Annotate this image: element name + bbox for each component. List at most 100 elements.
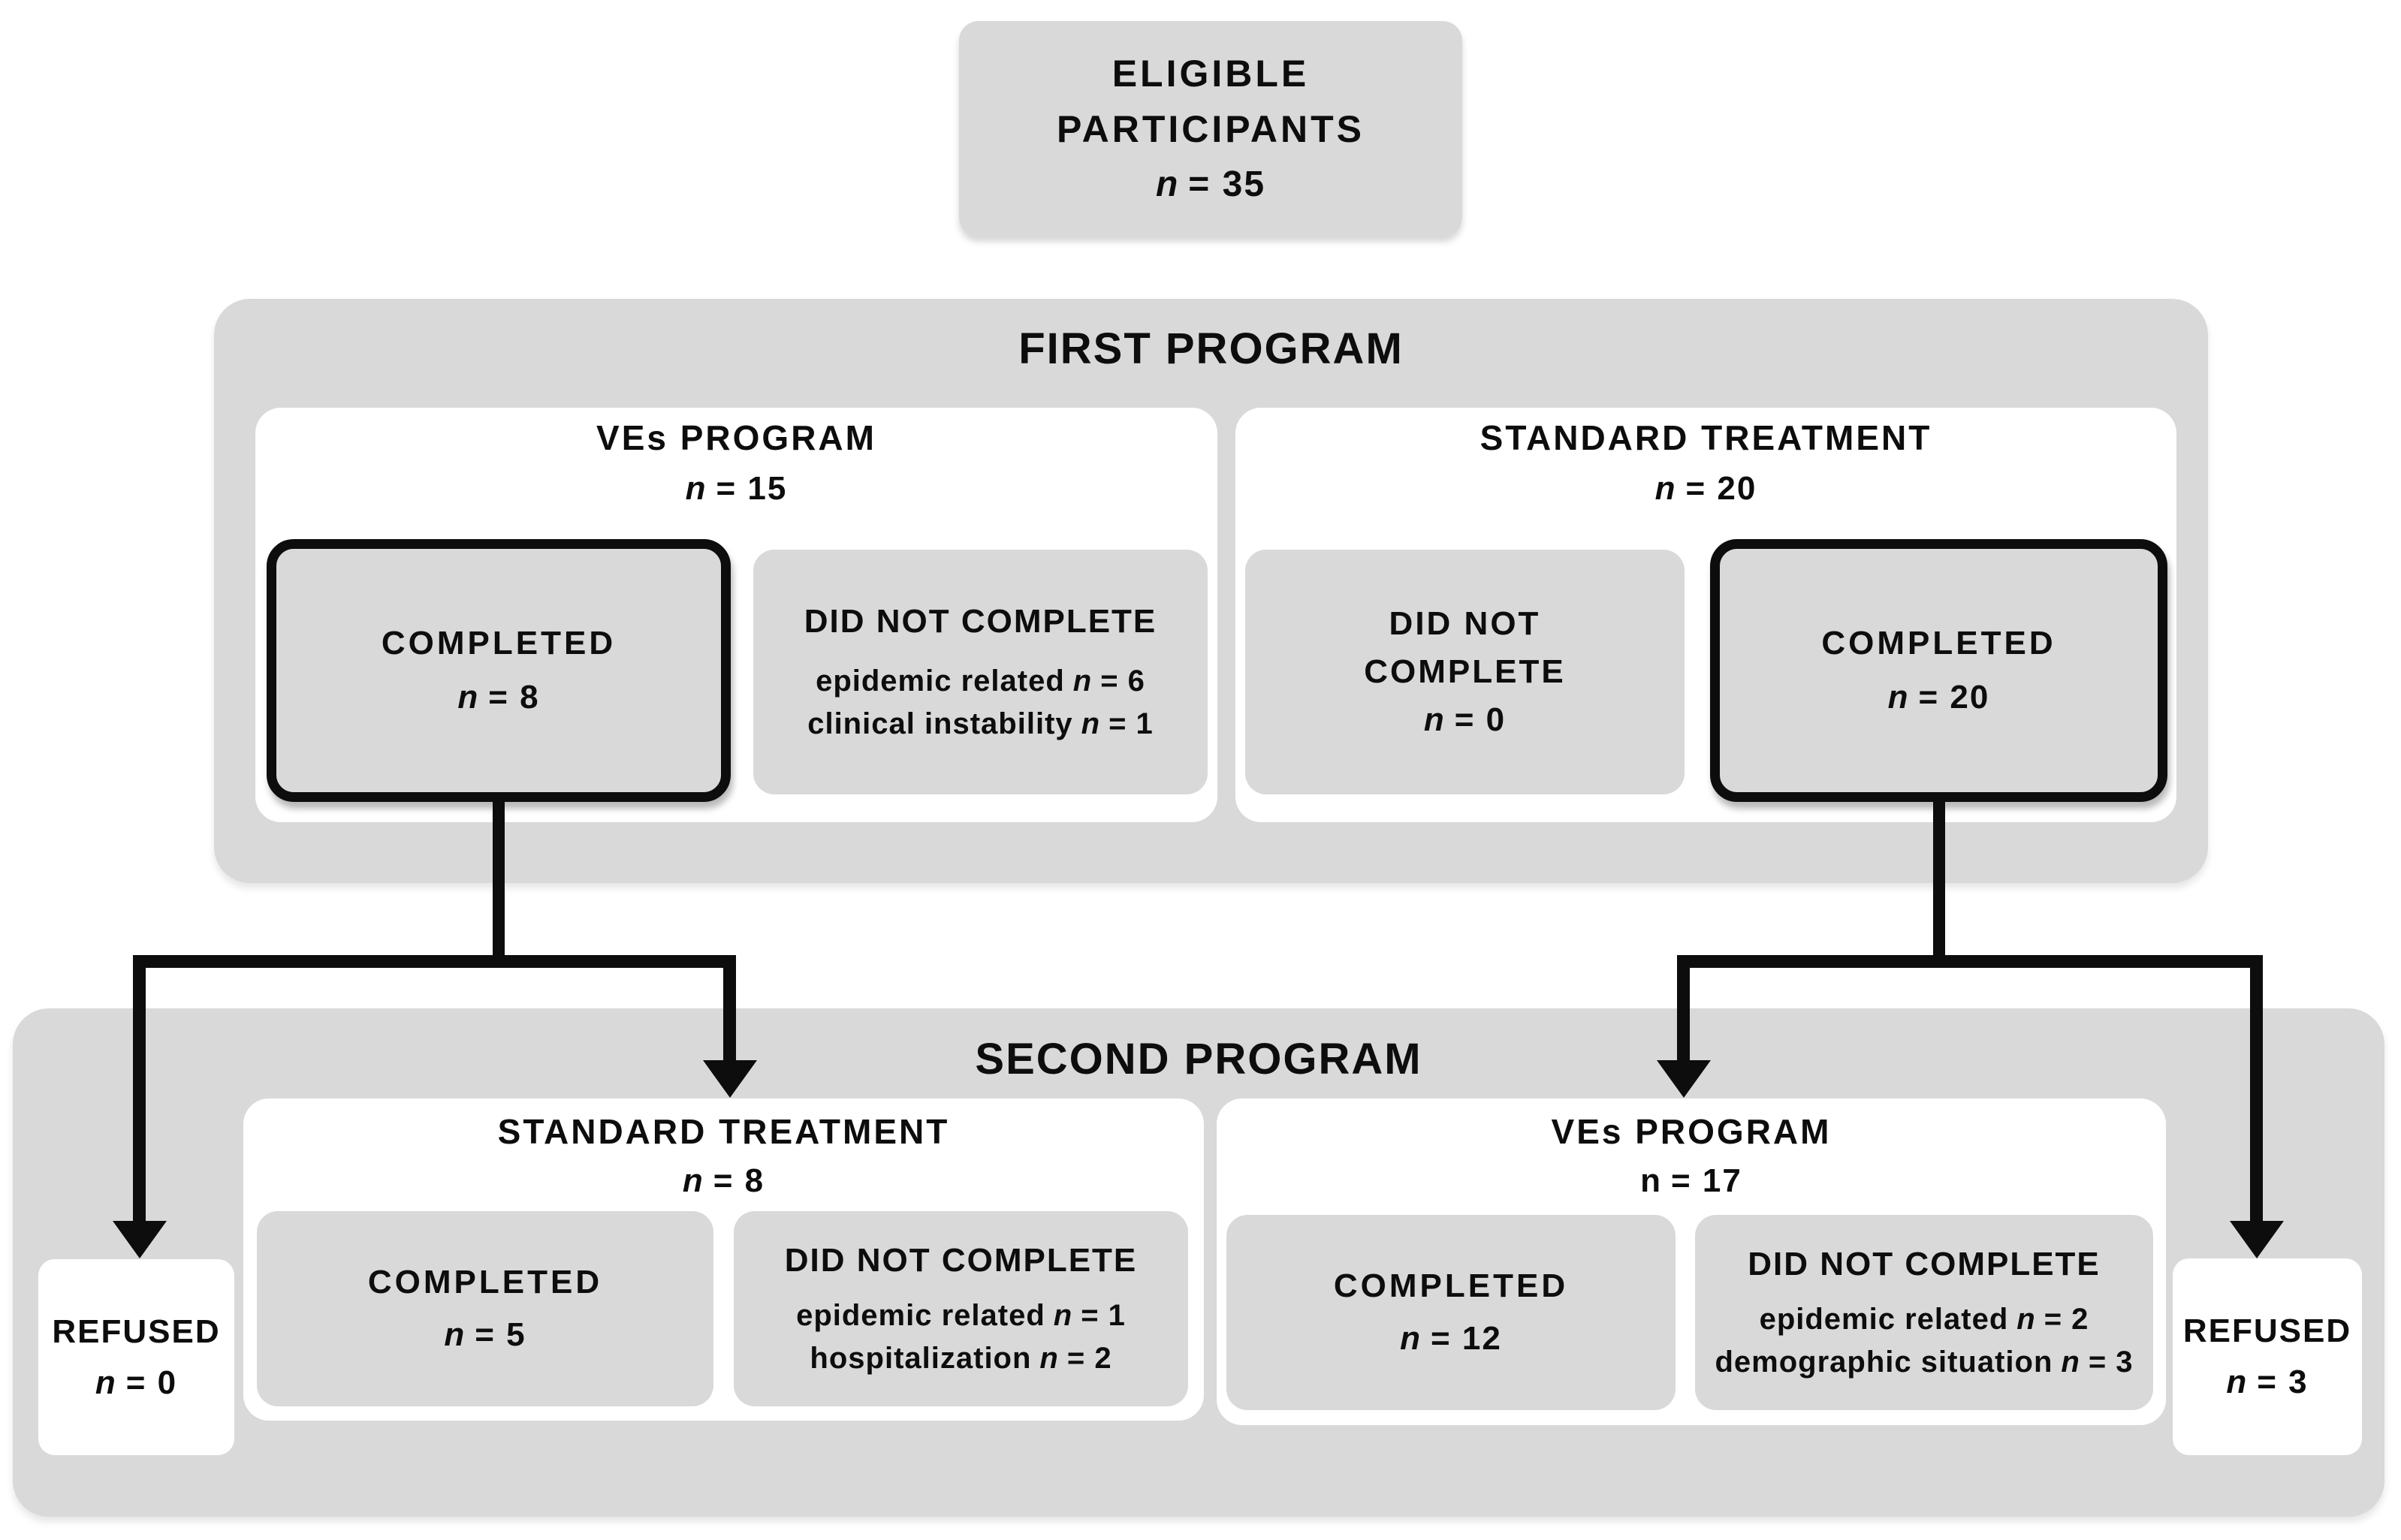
reason-text: epidemic related	[1759, 1303, 2009, 1336]
first-program-title-text: FIRST PROGRAM	[1018, 324, 1404, 373]
second-program-title-text: SECOND PROGRAM	[975, 1034, 1422, 1083]
first-program-title: FIRST PROGRAM	[214, 323, 2208, 374]
dnc-reason: demographic situation n = 3	[1715, 1346, 2133, 1379]
dnc-reason: hospitalization n = 2	[810, 1342, 1112, 1376]
dnc-reason: epidemic related n = 1	[796, 1299, 1126, 1333]
eligible-line1: ELIGIBLE	[1112, 52, 1310, 95]
count-value: = 35	[1188, 164, 1266, 204]
arrow-down-standard-second-icon	[703, 1060, 757, 1098]
count-var: n	[1081, 707, 1101, 740]
sp-completed5-box: COMPLETED n = 5	[257, 1211, 713, 1406]
count-value: = 3	[2257, 1364, 2309, 1400]
count-value: = 20	[1918, 679, 1990, 716]
sp-ves-title: VEs PROGRAM	[1217, 1111, 2166, 1152]
count-value: = 20	[1685, 470, 1757, 507]
sp-ves-count: n = 17	[1217, 1161, 2166, 1201]
count-value: = 2	[2044, 1303, 2089, 1336]
count-var: n	[682, 1162, 704, 1199]
fp-completed20-count: n = 20	[1888, 679, 1990, 716]
sp-standard-dnc-box: DID NOT COMPLETE epidemic related n = 1 …	[734, 1211, 1188, 1406]
count-var: n	[1400, 1320, 1422, 1357]
fp-completed20-label: COMPLETED	[1821, 625, 2056, 662]
count-value: = 5	[475, 1316, 526, 1353]
connector-left-inner-shaft	[723, 955, 736, 1062]
fp-standard-title: STANDARD TREATMENT	[1235, 417, 2176, 458]
sp-standard-dnc-label: DID NOT COMPLETE	[784, 1242, 1138, 1279]
count-var: n	[95, 1364, 117, 1401]
sp-ves-title-text: VEs PROGRAM	[1551, 1112, 1832, 1151]
fp-ves-title-text: VEs PROGRAM	[596, 418, 876, 457]
count-value: = 0	[1454, 701, 1507, 738]
count-var: n	[1640, 1162, 1662, 1199]
fp-dnc-zero-line1: DID NOT	[1389, 605, 1541, 642]
eligible-line2: PARTICIPANTS	[1056, 107, 1365, 150]
eligible-count: n = 35	[1156, 157, 1265, 212]
sp-completed12-count: n = 12	[1400, 1320, 1502, 1358]
connector-completed8-down	[493, 800, 505, 957]
sp-refused-left-label: REFUSED	[52, 1312, 221, 1350]
fp-dnc-zero-count: n = 0	[1424, 701, 1506, 739]
reason-text: epidemic related	[796, 1299, 1045, 1332]
connector-left-split-bar	[134, 955, 736, 968]
count-var: n	[2226, 1364, 2249, 1400]
fp-dnc-zero-box: DID NOT COMPLETE n = 0	[1245, 550, 1685, 794]
count-value: = 1	[1109, 707, 1154, 740]
reason-text: epidemic related	[816, 665, 1065, 698]
sp-standard-count: n = 8	[243, 1161, 1204, 1201]
sp-standard-title: STANDARD TREATMENT	[243, 1111, 1204, 1152]
sp-completed12-box: COMPLETED n = 12	[1226, 1215, 1676, 1410]
count-var: n	[2016, 1303, 2036, 1336]
count-value: = 3	[2088, 1346, 2134, 1379]
fp-ves-dnc-label: DID NOT COMPLETE	[804, 603, 1157, 640]
sp-standard-title-text: STANDARD TREATMENT	[497, 1112, 950, 1151]
fp-completed20-box: COMPLETED n = 20	[1710, 539, 2167, 802]
connector-left-refused-shaft	[133, 955, 146, 1224]
count-var: n	[1423, 701, 1446, 738]
sp-ves-dnc-label: DID NOT COMPLETE	[1748, 1246, 2101, 1282]
sp-completed12-label: COMPLETED	[1333, 1267, 1569, 1304]
count-var: n	[1072, 665, 1093, 698]
arrow-down-refused-right-icon	[2230, 1221, 2284, 1258]
sp-refused-right-box: REFUSED n = 3	[2173, 1258, 2362, 1455]
count-value: = 17	[1671, 1162, 1742, 1199]
fp-ves-dnc-box: DID NOT COMPLETE epidemic related n = 6 …	[753, 550, 1208, 794]
reason-text: hospitalization	[810, 1342, 1032, 1375]
connector-completed20-down	[1933, 800, 1945, 957]
count-value: = 8	[713, 1162, 765, 1199]
count-var: n	[685, 470, 707, 507]
fp-standard-title-text: STANDARD TREATMENT	[1480, 418, 1932, 457]
sp-refused-left-box: REFUSED n = 0	[38, 1259, 234, 1455]
count-value: = 1	[1081, 1299, 1126, 1332]
fp-completed-count: n = 8	[457, 679, 539, 716]
count-var: n	[457, 679, 480, 716]
fp-completed-label: COMPLETED	[381, 625, 617, 662]
reason-text: demographic situation	[1715, 1346, 2053, 1379]
dnc-reason: clinical instability n = 1	[807, 707, 1154, 741]
count-value: = 6	[1100, 665, 1145, 698]
eligible-participants-box: ELIGIBLE PARTICIPANTS n = 35	[959, 21, 1462, 237]
count-value: = 8	[488, 679, 540, 716]
count-var: n	[1654, 470, 1677, 507]
reason-text: clinical instability	[807, 707, 1073, 740]
sp-refused-right-label: REFUSED	[2182, 1312, 2352, 1349]
count-value: = 12	[1431, 1320, 1502, 1357]
dnc-reason: epidemic related n = 6	[816, 665, 1145, 698]
fp-completed-box: COMPLETED n = 8	[267, 539, 731, 802]
count-var: n	[1039, 1342, 1059, 1375]
dnc-reason: epidemic related n = 2	[1760, 1303, 2089, 1337]
count-var: n	[1887, 679, 1910, 716]
second-program-title: SECOND PROGRAM	[13, 1033, 2384, 1084]
arrow-down-ves-second-icon	[1657, 1060, 1711, 1098]
count-var: n	[444, 1316, 466, 1353]
sp-completed5-count: n = 5	[444, 1316, 526, 1354]
fp-ves-count: n = 15	[255, 469, 1217, 509]
count-var: n	[2061, 1346, 2080, 1379]
connector-right-split-bar	[1677, 955, 2263, 968]
sp-refused-right-count: n = 3	[2226, 1364, 2308, 1401]
arrow-down-refused-left-icon	[113, 1221, 167, 1258]
fp-ves-dnc-reasons: epidemic related n = 6 clinical instabil…	[807, 665, 1154, 741]
count-value: = 15	[716, 470, 788, 507]
sp-completed5-label: COMPLETED	[367, 1264, 603, 1300]
sp-ves-dnc-reasons: epidemic related n = 2 demographic situa…	[1715, 1303, 2133, 1379]
